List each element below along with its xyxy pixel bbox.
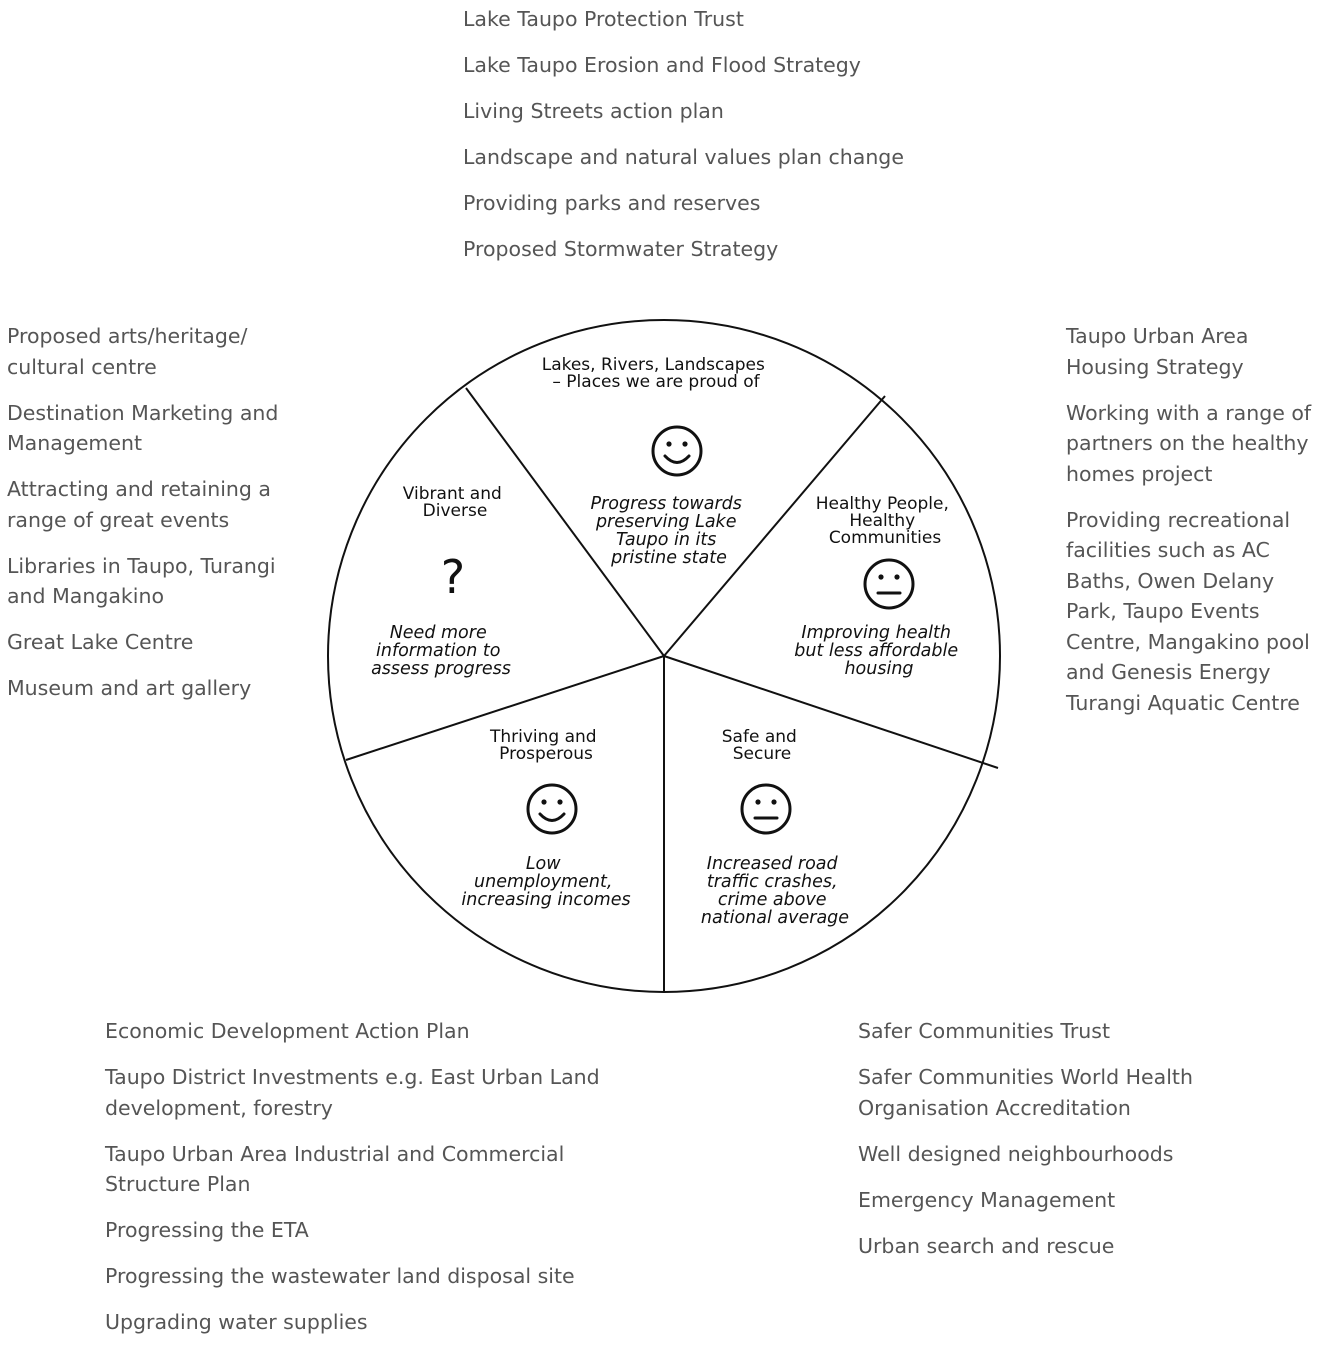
- list-item: Providing parks and reserves: [463, 191, 761, 215]
- list-item: Progressing the ETA: [105, 1218, 309, 1242]
- note-line: but less affordable: [794, 641, 958, 661]
- segment-title: Healthy People, Healthy Communities: [816, 494, 955, 548]
- note-line: information to: [376, 641, 500, 661]
- list-item: Proposed arts/heritage/ cultural centre: [7, 324, 248, 379]
- title-line: Prosperous: [499, 744, 593, 764]
- list-item: Living Streets action plan: [463, 99, 724, 123]
- note-line: assess progress: [371, 659, 511, 679]
- list-item: Attracting and retaining a range of grea…: [7, 477, 271, 532]
- segment-lakes: Lakes, Rivers, Landscapes – Places we ar…: [542, 355, 771, 568]
- note-line: housing: [844, 659, 913, 679]
- list-item: Destination Marketing and Management: [7, 400, 279, 456]
- list-item: Providing recreational facilities such a…: [1066, 507, 1310, 715]
- divider: [663, 655, 999, 769]
- bottom-left-initiatives-list: Economic Development Action Plan Taupo D…: [105, 1016, 665, 1353]
- list-item: Working with a range of partners on the …: [1066, 400, 1312, 486]
- segment-note: Increased road traffic crashes, crime ab…: [701, 854, 849, 928]
- left-initiatives-list: Proposed arts/heritage/ cultural centre …: [7, 321, 307, 719]
- list-item: Lake Taupo Erosion and Flood Strategy: [463, 53, 861, 77]
- list-item: Lake Taupo Protection Trust: [463, 7, 744, 31]
- segment-note: Improving health but less affordable hou…: [794, 623, 963, 679]
- title-line: – Places we are proud of: [552, 372, 760, 392]
- note-line: Need more: [390, 623, 487, 643]
- divider: [663, 395, 886, 657]
- list-item: Landscape and natural values plan change: [463, 145, 904, 169]
- divider: [345, 655, 665, 761]
- right-initiatives-list: Taupo Urban Area Housing Strategy Workin…: [1066, 321, 1326, 734]
- segment-vibrant: Vibrant and Diverse ? Need more informat…: [371, 484, 511, 679]
- neutral-face-icon: [863, 558, 915, 610]
- title-line: Healthy: [849, 511, 915, 531]
- list-item: Economic Development Action Plan: [105, 1019, 470, 1043]
- question-mark-icon: ?: [441, 550, 465, 604]
- wheel-dividers: [345, 387, 999, 992]
- note-line: traffic crashes,: [707, 872, 838, 892]
- segment-title: Vibrant and Diverse: [403, 484, 507, 521]
- neutral-face-icon: [740, 783, 792, 835]
- list-item: Libraries in Taupo, Turangi and Mangakin…: [7, 553, 276, 609]
- bottom-right-initiatives-list: Safer Communities Trust Safer Communitie…: [858, 1016, 1278, 1277]
- list-item: Upgrading water supplies: [105, 1310, 368, 1334]
- note-line: pristine state: [610, 548, 727, 568]
- segment-healthy: Healthy People, Healthy Communities Impr…: [794, 494, 963, 679]
- note-line: unemployment,: [474, 872, 612, 892]
- list-item: Well designed neighbourhoods: [858, 1141, 1174, 1166]
- list-item: Museum and art gallery: [7, 676, 252, 700]
- title-line: Thriving and: [489, 727, 597, 747]
- note-line: national average: [701, 908, 849, 928]
- list-item: Progressing the wastewater land disposal…: [105, 1264, 575, 1288]
- note-line: crime above: [718, 890, 827, 910]
- list-item: Emergency Management: [858, 1187, 1116, 1212]
- title-line: Communities: [829, 528, 942, 548]
- segment-note: Low unemployment, increasing incomes: [461, 854, 630, 910]
- list-item: Taupo District Investments e.g. East Urb…: [105, 1065, 600, 1120]
- happy-face-icon: [526, 783, 578, 835]
- note-line: Taupo in its: [616, 530, 716, 550]
- note-line: Increased road: [707, 854, 839, 874]
- list-item: Taupo Urban Area Industrial and Commerci…: [105, 1141, 565, 1197]
- top-initiatives-list: Lake Taupo Protection Trust Lake Taupo E…: [463, 4, 1163, 280]
- happy-face-icon: [651, 425, 703, 477]
- note-line: preserving Lake: [595, 512, 737, 532]
- note-line: Low: [526, 854, 561, 874]
- segment-title: Safe and Secure: [722, 727, 802, 764]
- segment-title: Lakes, Rivers, Landscapes – Places we ar…: [542, 355, 771, 392]
- list-item: Urban search and rescue: [858, 1233, 1115, 1258]
- divider: [465, 387, 665, 657]
- segment-title: Thriving and Prosperous: [489, 727, 602, 764]
- list-item: Proposed Stormwater Strategy: [463, 237, 779, 261]
- title-line: Healthy People,: [816, 494, 949, 514]
- list-item: Great Lake Centre: [7, 630, 194, 654]
- note-line: Progress towards: [591, 494, 742, 514]
- title-line: Secure: [733, 744, 791, 764]
- segment-safe: Safe and Secure Increased road traffic c…: [701, 727, 849, 928]
- title-line: Vibrant and: [403, 484, 502, 504]
- list-item: Taupo Urban Area Housing Strategy: [1066, 324, 1249, 379]
- list-item: Safer Communities World Health Organisat…: [858, 1065, 1193, 1120]
- title-line: Safe and: [722, 727, 797, 747]
- segment-note: Need more information to assess progress: [371, 623, 511, 679]
- title-line: Lakes, Rivers, Landscapes: [542, 355, 765, 375]
- title-line: Diverse: [423, 501, 488, 521]
- list-item: Safer Communities Trust: [858, 1019, 1111, 1043]
- note-line: increasing incomes: [461, 890, 630, 910]
- segment-thriving: Thriving and Prosperous Low unemployment…: [461, 727, 630, 910]
- note-line: Improving health: [801, 623, 951, 643]
- segment-note: Progress towards preserving Lake Taupo i…: [591, 494, 748, 568]
